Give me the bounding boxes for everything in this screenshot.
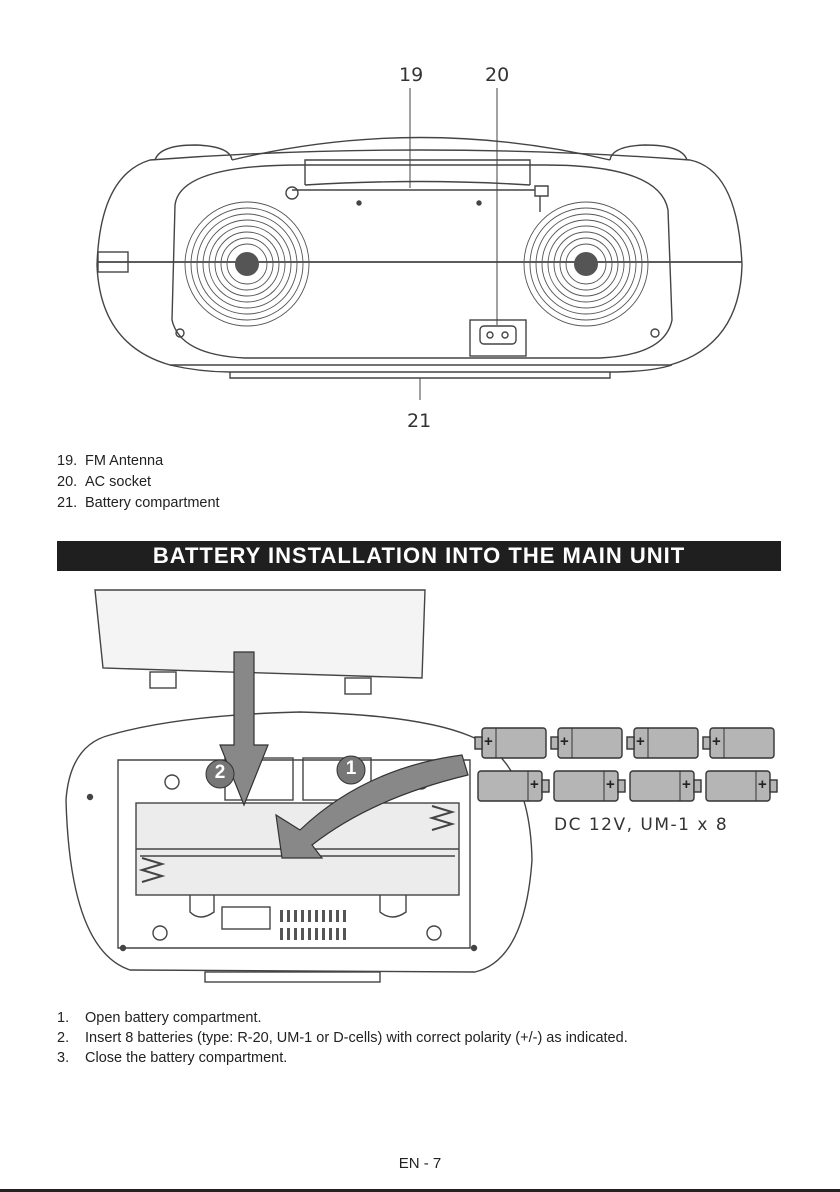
step-item: 3.Close the battery compartment. bbox=[57, 1048, 628, 1068]
step-item: 1.Open battery compartment. bbox=[57, 1008, 628, 1028]
battery-spec: DC 12V, UM-1 x 8 bbox=[554, 815, 728, 835]
battery-plus: + bbox=[636, 733, 645, 750]
battery-plus: + bbox=[560, 733, 569, 750]
battery-plus: + bbox=[758, 776, 767, 793]
battery-plus: + bbox=[484, 733, 493, 750]
battery-plus: + bbox=[682, 776, 691, 793]
battery-set-figure bbox=[0, 0, 840, 820]
battery-plus: + bbox=[606, 776, 615, 793]
installation-steps: 1.Open battery compartment. 2.Insert 8 b… bbox=[57, 1008, 628, 1068]
step-item: 2.Insert 8 batteries (type: R-20, UM-1 o… bbox=[57, 1028, 628, 1048]
battery-plus: + bbox=[530, 776, 539, 793]
page-number: EN - 7 bbox=[0, 1155, 840, 1172]
battery-plus: + bbox=[712, 733, 721, 750]
